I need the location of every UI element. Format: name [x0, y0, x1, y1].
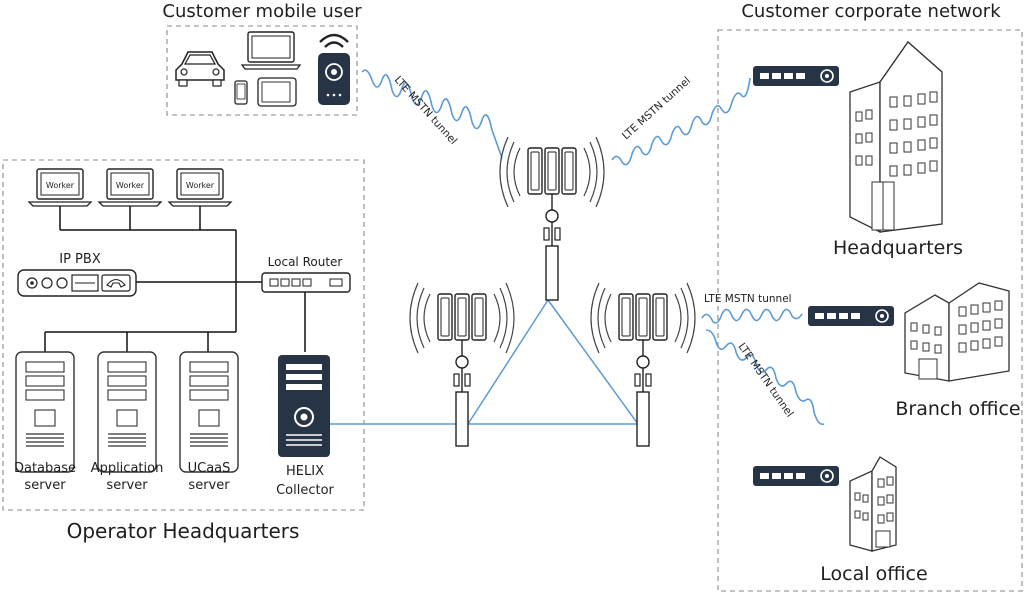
worker-label-3: Worker — [186, 181, 215, 190]
cell-tower-icon-left — [409, 282, 515, 447]
application-server-label-1: Application — [91, 461, 164, 476]
wireless-gateway-icon — [318, 33, 350, 105]
local-router-device — [261, 272, 351, 293]
car-icon — [175, 51, 225, 87]
branch-office-building-icon — [904, 282, 1010, 382]
branch-office-label: Branch office — [895, 398, 1020, 420]
operator-group-box — [2, 159, 365, 511]
worker-laptop-2: Worker — [97, 168, 163, 207]
tablet-icon — [257, 77, 297, 107]
mobile-user-group-box — [166, 25, 358, 116]
phone-icon — [106, 278, 126, 288]
helix-collector-device — [278, 355, 330, 457]
application-server-label-2: server — [106, 478, 148, 493]
branch-router-icon — [807, 305, 895, 327]
laptop-icon — [240, 31, 302, 70]
corporate-network-label: Customer corporate network — [741, 1, 1001, 22]
ucaas-server-label-1: UCaaS — [188, 461, 231, 476]
tunnel-label-local: LTE MSTN tunnel — [736, 341, 796, 420]
database-server-label-2: server — [24, 478, 66, 493]
local-office-building-icon — [849, 456, 897, 552]
tunnel-wave-branch — [701, 308, 803, 324]
tunnel-label-mobile: LTE MSTN tunnel — [392, 74, 460, 147]
local-router-label: Local Router — [268, 255, 343, 269]
ip-pbx-label: IP PBX — [59, 252, 101, 267]
database-server-icon — [15, 351, 75, 473]
tunnel-label-branch: LTE MSTN tunnel — [704, 293, 792, 305]
helix-collector-label-2: Collector — [276, 483, 334, 498]
ucaas-server-icon — [179, 351, 239, 473]
tunnel-wave-mobile — [361, 69, 503, 159]
local-office-label: Local office — [820, 563, 927, 585]
headquarters-building-icon — [849, 41, 943, 234]
backhaul-links — [330, 299, 639, 425]
database-server-label-1: Database — [14, 461, 76, 476]
headquarters-router-icon — [752, 65, 840, 87]
lan-wiring — [44, 205, 306, 352]
worker-label-1: Worker — [46, 181, 75, 190]
worker-laptop-3: Worker — [167, 168, 233, 207]
local-router-icon — [752, 465, 840, 487]
operator-headquarters-label: Operator Headquarters — [67, 519, 300, 543]
cell-tower-icon-right — [590, 282, 696, 447]
corporate-group-box — [717, 29, 1023, 592]
cell-tower-icon-top — [499, 136, 605, 301]
tunnel-wave-headquarters — [611, 77, 751, 166]
ucaas-server-label-2: server — [188, 478, 230, 493]
worker-label-2: Worker — [116, 181, 145, 190]
smartphone-icon — [234, 80, 248, 105]
tunnel-wave-local — [705, 329, 825, 426]
application-server-icon — [97, 351, 157, 473]
headquarters-label: Headquarters — [833, 237, 963, 259]
ip-pbx-device — [17, 269, 137, 297]
helix-collector-label-1: HELIX — [286, 464, 324, 479]
mobile-user-label: Customer mobile user — [162, 1, 362, 22]
worker-laptop-1: Worker — [27, 168, 93, 207]
